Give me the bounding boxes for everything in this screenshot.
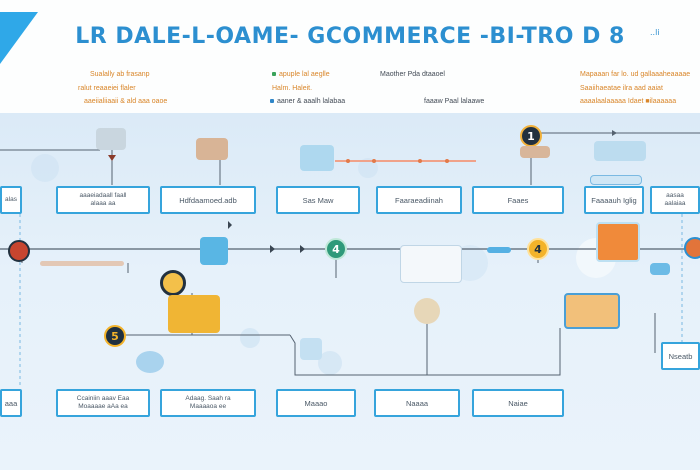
node-bottom-1[interactable]: aaa <box>0 389 22 417</box>
package-icon <box>196 138 228 160</box>
progress-strip <box>40 261 124 266</box>
gear-icon <box>414 298 440 324</box>
bar-chart-icon <box>168 295 220 333</box>
chat-bubble-icon <box>96 128 126 150</box>
page-title: LR DALE-L-OAME- GCOMMERCE -BI-TRO D 8 <box>75 24 625 49</box>
badge-4a: 4 <box>325 238 347 260</box>
left-line-2: ralut reaaeiei flaler <box>78 85 136 92</box>
node-right-mid[interactable]: Nseatb <box>661 342 700 370</box>
tag-icon <box>300 338 322 360</box>
mid-line-3: aaner & aaalh lalabaa <box>270 97 345 106</box>
window-icon <box>590 175 642 185</box>
link-icon <box>487 247 511 253</box>
mug-icon <box>200 237 228 265</box>
node-top-6[interactable]: Faaes <box>472 186 564 214</box>
badge-4b: 4 <box>527 238 549 260</box>
mid-line-2: Halm. Haleit. <box>272 85 313 92</box>
green-dot-icon <box>272 72 276 77</box>
connector-lines <box>0 130 700 388</box>
mid-line-1: apuple lal aeglle <box>272 70 330 79</box>
node-top-5[interactable]: Faaraeadiinah <box>376 186 462 214</box>
node-bottom-4[interactable]: Maaao <box>276 389 356 417</box>
badge-5: 5 <box>104 325 126 347</box>
arrow-icon <box>650 263 670 275</box>
left-line-3: aaeiialiiaaii & ald aaa oaoe <box>84 98 168 105</box>
node-bottom-5[interactable]: Naaaa <box>374 389 460 417</box>
heart-icon <box>136 351 164 373</box>
title-suffix: ..li <box>650 28 660 37</box>
right-line-2: Saaiihaeatae ilra aad aaiat <box>580 85 663 92</box>
pricing-card-icon <box>596 222 640 262</box>
start-node-icon <box>8 240 30 262</box>
node-bottom-6[interactable]: Naiae <box>472 389 564 417</box>
mid2-line-1: Maother Pda dtaaoel <box>380 71 445 78</box>
node-top-7[interactable]: Faaaauh Iglig <box>584 186 644 214</box>
wallet-icon <box>564 293 620 329</box>
document-icon <box>400 245 462 283</box>
node-top-alas[interactable]: alas <box>0 186 22 214</box>
shopping-bag-icon <box>160 270 186 296</box>
badge-1: 1 <box>520 125 542 147</box>
left-line-1: Sualally ab frasanp <box>90 71 150 78</box>
card-icon <box>594 141 646 161</box>
folder-icon <box>520 146 550 158</box>
corner-accent <box>0 12 38 64</box>
node-top-4[interactable]: Sas Maw <box>276 186 360 214</box>
right-line-3: aaaalaalaaaaa Idaet ■ilaaaaaa <box>580 98 677 105</box>
blue-dot-icon <box>270 99 274 104</box>
header: LR DALE-L-OAME- GCOMMERCE -BI-TRO D 8 ..… <box>0 0 700 113</box>
node-top-3[interactable]: Hdfdaamoed.adb <box>160 186 256 214</box>
mid2-line-3: faaaw Paal lalaawe <box>424 98 485 105</box>
end-node-icon <box>684 237 700 259</box>
right-line-1: Mapaaan far lo. ud gallaaaheaaaae <box>580 71 691 78</box>
cloud-icon <box>300 145 334 171</box>
